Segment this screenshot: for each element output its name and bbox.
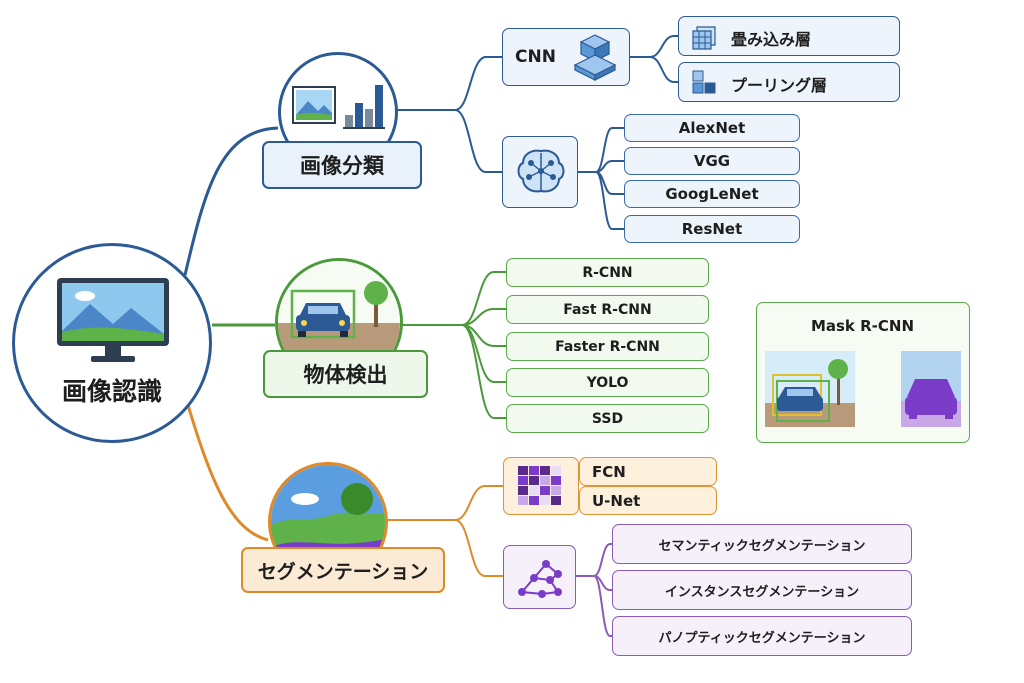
network-item-resnet: ResNet (624, 215, 800, 243)
cnn-node: CNN (502, 28, 630, 86)
method-item-yolo: YOLO (506, 368, 709, 397)
model-item-unet: U-Net (579, 486, 717, 515)
model-item-fcn: FCN (579, 457, 717, 486)
mask-rcnn-title: Mask R-CNN (810, 317, 915, 335)
grid-cube-icon (692, 26, 716, 50)
method-item-fast-rcnn: Fast R-CNN (506, 295, 709, 324)
stacked-cubes-icon (573, 34, 617, 81)
networks-icon-box (502, 136, 578, 208)
network-item-vgg: VGG (624, 147, 800, 175)
method-item-ssd: SSD (506, 404, 709, 433)
classification-node: 画像分類 (262, 141, 422, 189)
network-item-alexnet: AlexNet (624, 114, 800, 142)
method-item-faster-rcnn: Faster R-CNN (506, 332, 709, 361)
car-mask-transform-icon (765, 351, 961, 427)
picture-bar-chart-icon (292, 85, 385, 129)
root-node: 画像認識 (12, 243, 212, 443)
layer-item-conv: 畳み込み層 (678, 16, 900, 56)
node-network-icon (518, 560, 562, 598)
layer-label-conv: 畳み込み層 (731, 30, 812, 49)
segmentation-node: セグメンテーション (241, 547, 445, 593)
layer-label-pooling: プーリング層 (731, 76, 828, 95)
root-label: 画像認識 (61, 377, 162, 406)
monitor-landscape-icon (57, 278, 169, 362)
cnn-label: CNN (515, 47, 556, 67)
detection-node: 物体検出 (263, 350, 428, 398)
layer-item-pooling: プーリング層 (678, 62, 900, 102)
type-item-instance: インスタンスセグメンテーション (612, 570, 912, 610)
method-item-rcnn: R-CNN (506, 258, 709, 287)
type-item-semantic: セマンティックセグメンテーション (612, 524, 912, 564)
type-item-panoptic: パノプティックセグメンテーション (612, 616, 912, 656)
types-icon-box (503, 545, 576, 609)
models-icon-box (503, 457, 579, 515)
network-item-googlenet: GoogLeNet (624, 180, 800, 208)
neural-brain-icon (517, 149, 565, 193)
pooling-blocks-icon (692, 70, 716, 94)
mask-rcnn-panel: Mask R-CNN (756, 302, 970, 443)
pixel-grid-icon (518, 466, 561, 505)
